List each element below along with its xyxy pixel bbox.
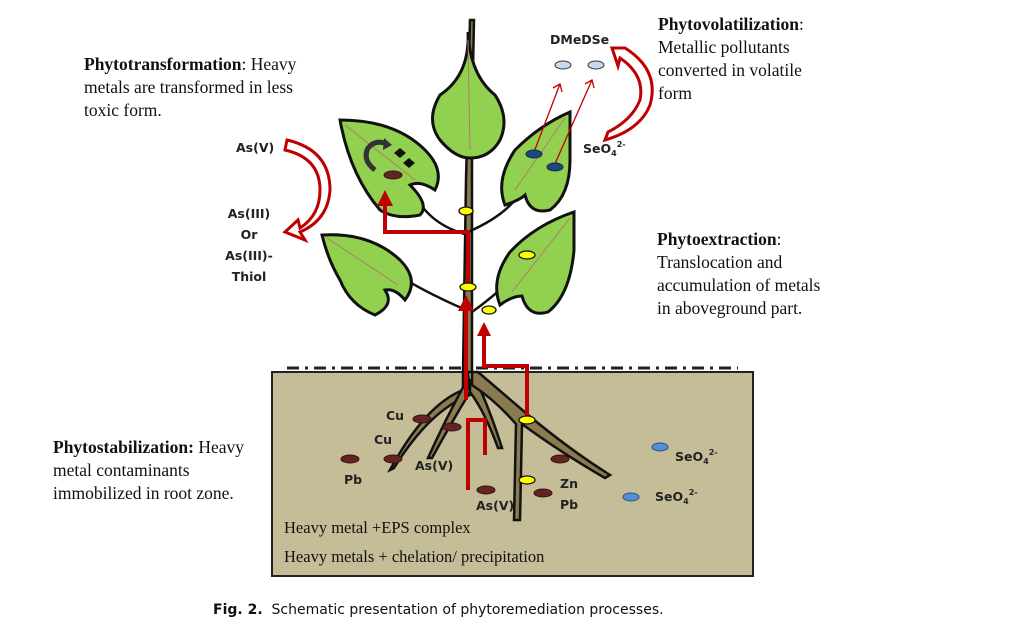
phytotransformation-title: Phytotransformation xyxy=(84,54,242,74)
translocation-path xyxy=(383,200,529,490)
phytostabilization-title: Phytostabilization: xyxy=(53,437,194,457)
label-pb-right: Pb xyxy=(560,497,579,512)
leaves xyxy=(320,31,576,317)
volatile-dots xyxy=(554,60,605,70)
diamond-icon xyxy=(394,148,406,158)
leaf-upper-left xyxy=(338,118,440,219)
leaf-top xyxy=(431,31,506,160)
diamond-icon xyxy=(403,158,415,168)
volatilization-thin-arrows xyxy=(533,79,595,167)
phytotransformation-description: Phytotransformation: Heavy metals are tr… xyxy=(84,54,297,120)
phytostabilization-description: Phytostabilization: Heavy metal contamin… xyxy=(53,437,245,503)
transformation-arrow xyxy=(282,138,332,244)
leaf-veins xyxy=(326,39,571,293)
caption-text: Schematic presentation of phytoremediati… xyxy=(271,602,664,618)
label-cu-2: Cu xyxy=(374,432,393,447)
label-as-v-soil-2: As(V) xyxy=(476,498,515,513)
label-pb-left: Pb xyxy=(344,472,363,487)
soil-selenium-dots xyxy=(622,442,669,502)
yellow-markers xyxy=(458,206,536,485)
label-seo4-soil-1: SeO42- xyxy=(675,448,718,466)
leaf-lower-left xyxy=(320,233,413,317)
label-zn: Zn xyxy=(560,476,578,491)
label-cu-1: Cu xyxy=(386,408,405,423)
phytovolatilization-description: Phytovolatilization: Metallic pollutants… xyxy=(658,14,804,103)
phytovolatilization-title: Phytovolatilization xyxy=(658,14,799,34)
volatilization-arrow xyxy=(602,46,654,143)
leaf-upper-right xyxy=(500,109,572,213)
label-as-v-leaf: As(V) xyxy=(236,140,275,155)
phytoextraction-description: Phytoextraction: Translocation and accum… xyxy=(657,229,821,318)
metal-dots xyxy=(340,170,570,498)
leaf-selenium-dots xyxy=(525,149,564,172)
transform-cycle-icon xyxy=(363,139,385,172)
phytoextraction-title: Phytoextraction xyxy=(657,229,777,249)
label-seo4-soil-2: SeO42- xyxy=(655,488,698,506)
label-as-v-soil-1: As(V) xyxy=(415,458,454,473)
label-seo4-leaf: SeO42- xyxy=(583,140,626,158)
soil-text-chelation: Heavy metals + chelation/ precipitation xyxy=(284,547,545,566)
label-dmedse: DMeDSe xyxy=(550,32,610,47)
transform-cycle-arrowhead xyxy=(383,138,392,150)
label-as-iii-group: As(III) Or As(III)- Thiol xyxy=(225,206,273,284)
caption-label: Fig. 2. xyxy=(213,602,263,618)
soil-text-eps: Heavy metal +EPS complex xyxy=(284,518,471,537)
figure-caption: Fig. 2. Schematic presentation of phytor… xyxy=(213,602,664,618)
arrowheads xyxy=(377,190,491,336)
